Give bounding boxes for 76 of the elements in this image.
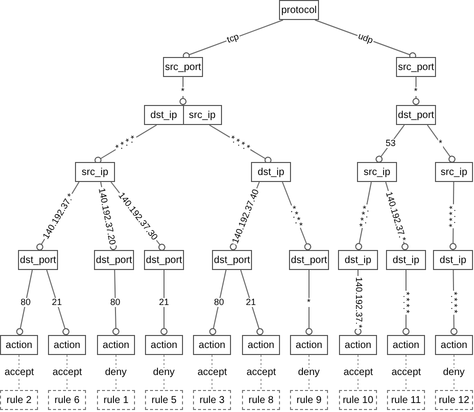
field-box: dst_port	[396, 105, 436, 125]
edge-label: *.*.*.*	[401, 290, 410, 314]
edge-label: *	[306, 298, 312, 307]
dashed-connector	[18, 354, 20, 390]
tree-branch	[112, 270, 120, 336]
edge-label: accept	[246, 368, 277, 378]
edge-label: 140.192.37.*	[354, 276, 363, 330]
edge-label: *.*.*.*	[448, 204, 458, 228]
action-box: action	[242, 335, 280, 355]
edge-label: *.*.*.*	[448, 290, 458, 314]
field-box: src_port	[163, 57, 203, 77]
field-box: src_ip	[75, 162, 115, 182]
action-box: action	[0, 335, 38, 355]
field-box: src_port	[396, 57, 436, 77]
tree-branch	[402, 270, 410, 336]
tree-branch	[182, 20, 284, 60]
edge-label: 21	[50, 298, 63, 307]
action-box: action	[48, 335, 86, 355]
edge-label: 21	[244, 298, 257, 307]
action-box: action	[387, 335, 425, 355]
edge-label: 80	[109, 298, 122, 307]
edge-label: udp	[356, 31, 376, 46]
edge-label: *	[438, 139, 444, 148]
edge-label: tcp	[224, 32, 242, 46]
tree-branch	[160, 270, 168, 336]
action-box: action	[97, 335, 135, 355]
edge-label: deny	[152, 368, 176, 378]
action-box: action	[435, 335, 473, 355]
field-box: dst_ip	[433, 250, 473, 270]
edge-label: deny	[104, 368, 128, 378]
field-box: dst_port	[94, 250, 134, 270]
edge-label: accept	[52, 368, 83, 378]
tree-branch	[209, 270, 226, 336]
tree-branch	[450, 182, 457, 250]
dashed-connector	[308, 354, 310, 390]
tree-branch	[16, 270, 33, 336]
field-box: dst_port	[18, 250, 58, 270]
edge-label: 80	[213, 298, 226, 307]
field-box: dst_port	[212, 250, 252, 270]
field-box: dst_ip	[251, 162, 291, 182]
split-field-box	[144, 105, 222, 125]
field-box: protocol	[279, 0, 319, 20]
field-box: dst_ip	[338, 250, 378, 270]
tree-branch	[180, 76, 186, 106]
tree-branch	[46, 270, 70, 336]
edge-label: accept	[196, 368, 228, 378]
field-box: src_ip	[357, 162, 397, 182]
edge-label: accept	[342, 368, 374, 378]
edge-label: *.*.*.*	[358, 204, 372, 228]
tree-branch	[450, 270, 458, 336]
field-name: src_ip	[182, 106, 221, 124]
field-box: dst_ip	[386, 250, 426, 270]
tree-branch	[306, 270, 312, 336]
action-box: action	[145, 335, 183, 355]
dashed-connector	[66, 354, 68, 390]
tree-branch	[314, 20, 416, 60]
action-box: action	[193, 335, 231, 355]
action-box: action	[339, 335, 377, 355]
edge-label: *	[180, 86, 186, 96]
field-box: dst_port	[144, 250, 184, 270]
edge-label: accept	[4, 368, 35, 378]
edge-label: 21	[158, 298, 170, 307]
edge-label: deny	[297, 368, 321, 378]
action-box: action	[290, 335, 328, 355]
field-box: src_ip	[435, 162, 473, 182]
edge-label: 53	[384, 139, 397, 148]
edge-label: 80	[20, 298, 32, 307]
tree-branch	[412, 76, 420, 106]
tree-branch	[426, 124, 456, 163]
dashed-connector	[260, 354, 262, 390]
tree-branch	[240, 270, 264, 336]
edge-label: deny	[442, 368, 466, 378]
edge-label: accept	[390, 368, 422, 378]
field-box: dst_port	[289, 250, 329, 270]
field-name: dst_ip	[149, 108, 178, 122]
edge-label: *	[413, 86, 419, 96]
